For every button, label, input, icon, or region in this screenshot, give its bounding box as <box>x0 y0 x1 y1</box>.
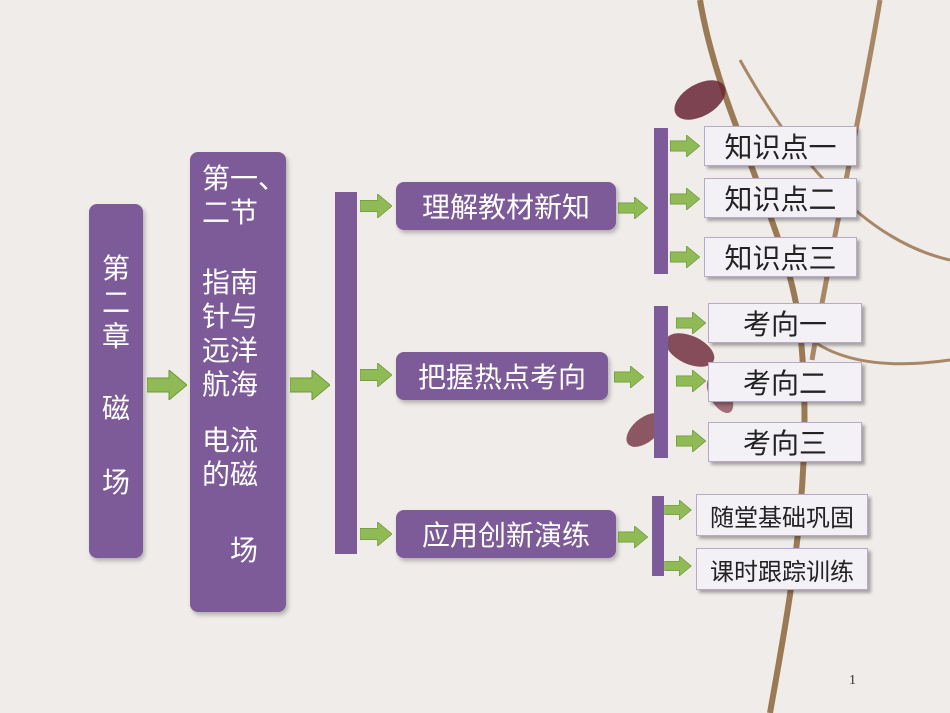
main-item-hotspots[interactable]: 把握热点考向 <box>396 352 608 400</box>
main-item-understand[interactable]: 理解教材新知 <box>396 182 616 230</box>
arrow-right-icon <box>147 370 187 400</box>
direction-label: 考向三 <box>742 427 827 460</box>
section-title-line: 指南 <box>202 266 259 299</box>
section-title-line: 的磁 <box>202 458 259 491</box>
section-title-line: 针与 <box>202 300 259 333</box>
section-box: 第一、 二节 指南 针与 远洋 航海 电流 的磁 场 <box>190 152 286 612</box>
chapter-char: 场 <box>101 466 130 499</box>
practice-label: 课时跟踪训练 <box>710 557 854 586</box>
main-item-practice[interactable]: 应用创新演练 <box>396 510 616 558</box>
section-title-line: 航海 <box>202 368 259 401</box>
section-number-line1: 第一、 <box>202 162 287 195</box>
direction-label: 考向一 <box>742 308 827 341</box>
practice-label: 随堂基础巩固 <box>710 503 854 532</box>
section-title-line: 远洋 <box>202 334 259 367</box>
main-item-label: 把握热点考向 <box>417 361 586 394</box>
arrow-right-icon <box>664 500 692 520</box>
arrow-right-icon <box>664 556 692 576</box>
chapter-char: 磁 <box>101 392 130 425</box>
direction-1[interactable]: 考向一 <box>708 303 862 343</box>
section-title-line: 电流 <box>202 424 259 457</box>
arrow-right-icon <box>670 188 700 210</box>
arrow-right-icon <box>360 194 392 218</box>
knowledge-point-label: 知识点一 <box>724 131 837 164</box>
section-number-line2: 二节 <box>202 196 259 229</box>
chapter-char: 二 <box>101 286 130 319</box>
main-item-label: 理解教材新知 <box>421 191 590 224</box>
arrow-right-icon <box>676 370 706 392</box>
main-item-label: 应用创新演练 <box>421 519 590 552</box>
direction-label: 考向二 <box>742 367 827 400</box>
knowledge-point-label: 知识点三 <box>724 242 837 275</box>
arrow-right-icon <box>676 430 706 452</box>
knowledge-point-3[interactable]: 知识点三 <box>704 237 857 277</box>
knowledge-point-1[interactable]: 知识点一 <box>704 126 857 166</box>
practice-bracket-bar <box>652 496 664 576</box>
direction-3[interactable]: 考向三 <box>708 422 862 462</box>
section-title-line: 场 <box>230 534 259 567</box>
knowledge-bracket-bar <box>654 128 668 274</box>
arrow-right-icon <box>360 363 392 387</box>
page-number: 1 <box>849 673 856 688</box>
arrow-right-icon <box>290 370 330 400</box>
main-bracket-bar <box>335 192 357 554</box>
chapter-number: 第 二 章 <box>89 252 143 354</box>
arrow-right-icon <box>618 197 648 219</box>
arrow-right-icon <box>676 312 706 334</box>
arrow-right-icon <box>614 366 644 388</box>
arrow-right-icon <box>360 522 392 546</box>
arrow-right-icon <box>618 526 648 548</box>
direction-2[interactable]: 考向二 <box>708 362 862 402</box>
chapter-title: 磁 场 <box>89 372 143 520</box>
chapter-box: 第 二 章 磁 场 <box>89 204 143 558</box>
practice-2[interactable]: 课时跟踪训练 <box>696 548 868 590</box>
arrow-right-icon <box>670 246 700 268</box>
practice-1[interactable]: 随堂基础巩固 <box>696 494 868 536</box>
knowledge-point-label: 知识点二 <box>724 183 837 216</box>
directions-bracket-bar <box>654 306 668 458</box>
chapter-char: 第 <box>101 252 130 285</box>
arrow-right-icon <box>670 135 700 157</box>
chapter-char: 章 <box>101 320 130 353</box>
knowledge-point-2[interactable]: 知识点二 <box>704 178 857 218</box>
